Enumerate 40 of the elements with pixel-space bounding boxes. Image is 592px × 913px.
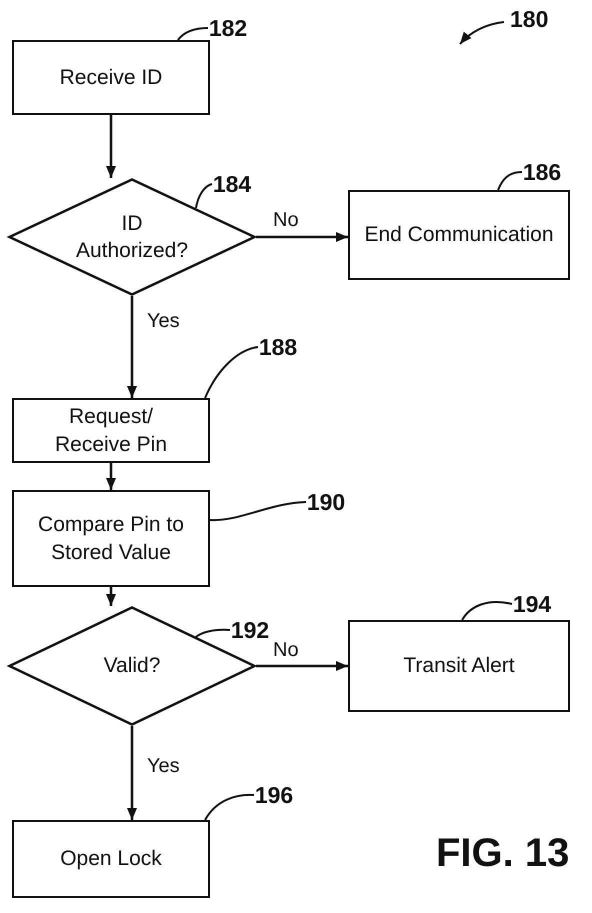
reference-numeral: 182 [208, 16, 248, 40]
reference-numeral: 190 [306, 490, 346, 514]
step-text: Compare Pin to Stored Value [37, 512, 185, 566]
step-text: Receive ID [60, 64, 162, 91]
leader-line [204, 346, 258, 398]
process-box [12, 820, 210, 898]
leader-line [497, 171, 522, 190]
step-text: Transit Alert [403, 653, 515, 680]
leader-line [177, 27, 208, 41]
leader-line [204, 794, 254, 821]
step-text: End Communication [364, 222, 554, 248]
decision-diamond [8, 178, 256, 296]
arrow [106, 587, 116, 606]
reference-numeral: 192 [230, 618, 270, 642]
leader-line [210, 501, 306, 522]
step-text: Request/ Receive Pin [54, 404, 168, 458]
reference-numeral: 194 [512, 592, 552, 616]
reference-numeral: 184 [212, 172, 252, 196]
arrow [256, 661, 348, 671]
reference-numeral: 196 [254, 783, 294, 807]
leader-line [195, 183, 212, 208]
arrow [127, 726, 137, 820]
arrow [256, 232, 348, 242]
reference-numeral: 188 [258, 335, 298, 359]
reference-numeral: 186 [522, 160, 562, 184]
step-text: Open Lock [60, 846, 162, 872]
reference-numeral: 180 [510, 8, 548, 31]
process-box [348, 620, 570, 712]
step-text: Valid? [104, 653, 160, 680]
process-box [12, 40, 210, 115]
arrow [127, 296, 137, 398]
figure-caption: FIG. 13 [436, 833, 570, 873]
arrow [106, 463, 116, 490]
process-box [12, 490, 210, 587]
leader-line [195, 628, 230, 638]
arrow [106, 115, 116, 178]
process-box [12, 398, 210, 463]
leader-line [461, 601, 512, 621]
process-box [348, 190, 570, 280]
step-text: ID Authorized? [74, 210, 190, 264]
